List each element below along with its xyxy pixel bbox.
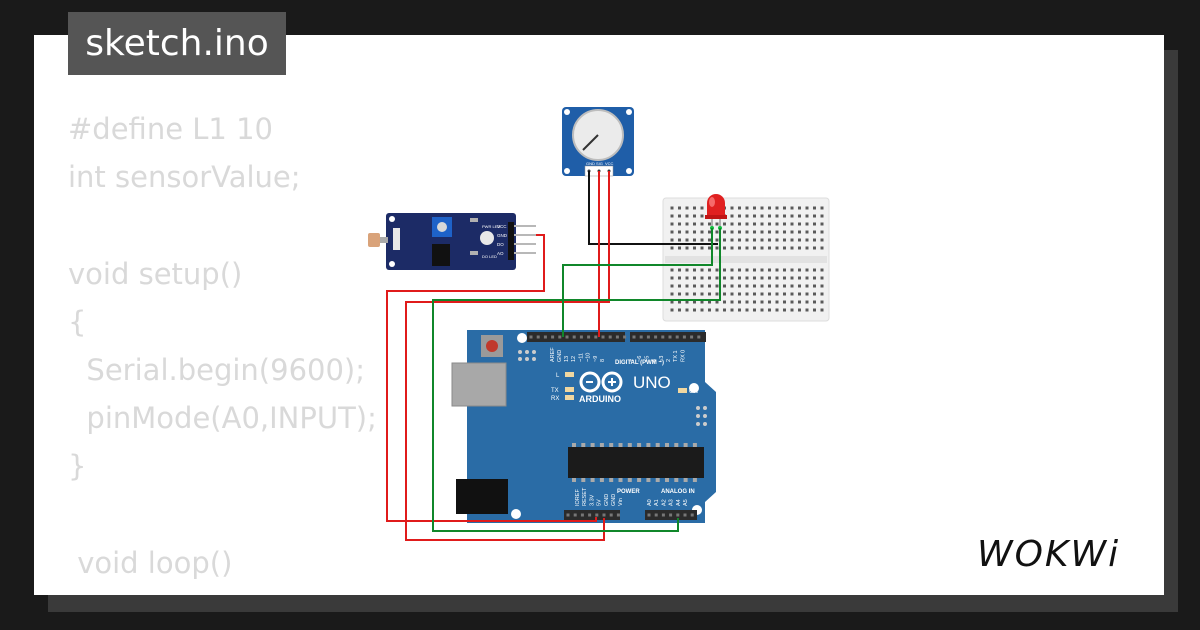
l-led-label: L — [556, 373, 560, 379]
wire-red — [386, 234, 597, 522]
pin-label-digital: 7 — [630, 359, 636, 362]
pin-label-digital: ~11 — [578, 353, 584, 362]
wires — [386, 171, 721, 541]
sketch-title: sketch.ino — [68, 12, 286, 75]
pot-pin-label: SIG — [596, 161, 603, 166]
pin-label-analog: A4 — [676, 499, 682, 506]
tx-led-label: TX — [551, 388, 559, 394]
pin-label-power: RESET — [582, 487, 588, 506]
wire-black — [588, 171, 718, 245]
sensor-pin-label: GND — [497, 233, 508, 238]
code-line: void loop() — [68, 545, 233, 580]
pin-label-power: 3.3V — [589, 494, 595, 506]
pin-label-analog: A0 — [647, 499, 653, 506]
light-sensor-module: PWR LED DO LED VCC GND DO AO — [368, 213, 536, 270]
breadboard-holes — [670, 206, 824, 312]
code-line: void setup() — [68, 256, 243, 291]
pot-pin-label: VCC — [605, 161, 614, 166]
code-line: Serial.begin(9600); — [68, 353, 366, 388]
pin-label-digital: ~9 — [593, 356, 599, 362]
pin-label-analog: A2 — [661, 499, 667, 506]
pin-label-power: GND — [604, 494, 610, 506]
sensor-pin-label: DO — [497, 242, 504, 247]
analog-header-label: ANALOG IN — [661, 489, 695, 495]
pin-label-power: Vin — [618, 498, 624, 506]
sensor-led-label: PWR LED — [482, 224, 500, 229]
potentiometer: GND SIG VCC — [562, 107, 634, 177]
code-line: pinMode(A0,INPUT); — [68, 401, 377, 436]
pin-label-digital: 8 — [600, 359, 606, 362]
pot-pin-label: GND — [586, 161, 595, 166]
pin-label-gnd: GND — [557, 350, 563, 362]
wokwi-logo: WOKWi — [977, 534, 1120, 575]
sensor-led-label: DO LED — [482, 254, 497, 259]
wire-green — [432, 228, 721, 532]
breadboard — [662, 197, 830, 322]
pin-label-digital: ~3 — [659, 356, 665, 362]
pin-label-digital: ~5 — [644, 356, 650, 362]
wokwi-logo-text: WOKWi — [977, 534, 1120, 575]
code-line: { — [68, 304, 87, 339]
on-led-label: ON — [689, 389, 698, 395]
pin-label-digital: 13 — [564, 356, 570, 362]
pin-label-power: GND — [611, 494, 617, 506]
pin-label-aref: AREF — [550, 347, 556, 362]
pin-label-digital: 2 — [666, 359, 672, 362]
code-line: } — [68, 449, 87, 484]
pin-label-analog: A1 — [654, 499, 660, 506]
pin-label-digital: 4 — [652, 359, 658, 362]
arduino-logo-icon — [579, 371, 623, 393]
pin-label-digital: ~6 — [637, 356, 643, 362]
pin-label-digital: RX 0 — [680, 350, 686, 362]
power-header-label: POWER — [617, 489, 640, 495]
sensor-pin-label: VCC — [497, 224, 507, 229]
pin-label-digital: 12 — [571, 356, 577, 362]
board-maker-label: ARDUINO — [579, 394, 621, 404]
pin-label-digital: TX 1 — [673, 350, 679, 362]
code-preview: #define L1 10 int sensorValue; void setu… — [68, 105, 377, 595]
pin-label-analog: A3 — [669, 499, 675, 506]
digital-header-label: DIGITAL (PWM ~) — [615, 360, 664, 366]
rx-led-label: RX — [551, 396, 559, 402]
code-line: #define L1 10 — [68, 112, 273, 146]
sensor-pin-label: AO — [497, 251, 504, 256]
pin-label-power: IOREF — [575, 489, 581, 506]
board-model-label: UNO — [633, 373, 671, 392]
wire-red — [405, 171, 610, 541]
arduino-uno-board: UNO ARDUINO DIGITAL (PWM ~) POWER ANALOG… — [451, 330, 716, 523]
pin-label-digital: ~10 — [586, 353, 592, 362]
chip-pins — [572, 443, 697, 482]
code-line: { — [68, 594, 104, 595]
pin-label-power: 5V — [597, 499, 603, 506]
pin-label-analog: A5 — [683, 499, 689, 506]
code-line: int sensorValue; — [68, 160, 301, 195]
header-pins — [529, 335, 701, 517]
